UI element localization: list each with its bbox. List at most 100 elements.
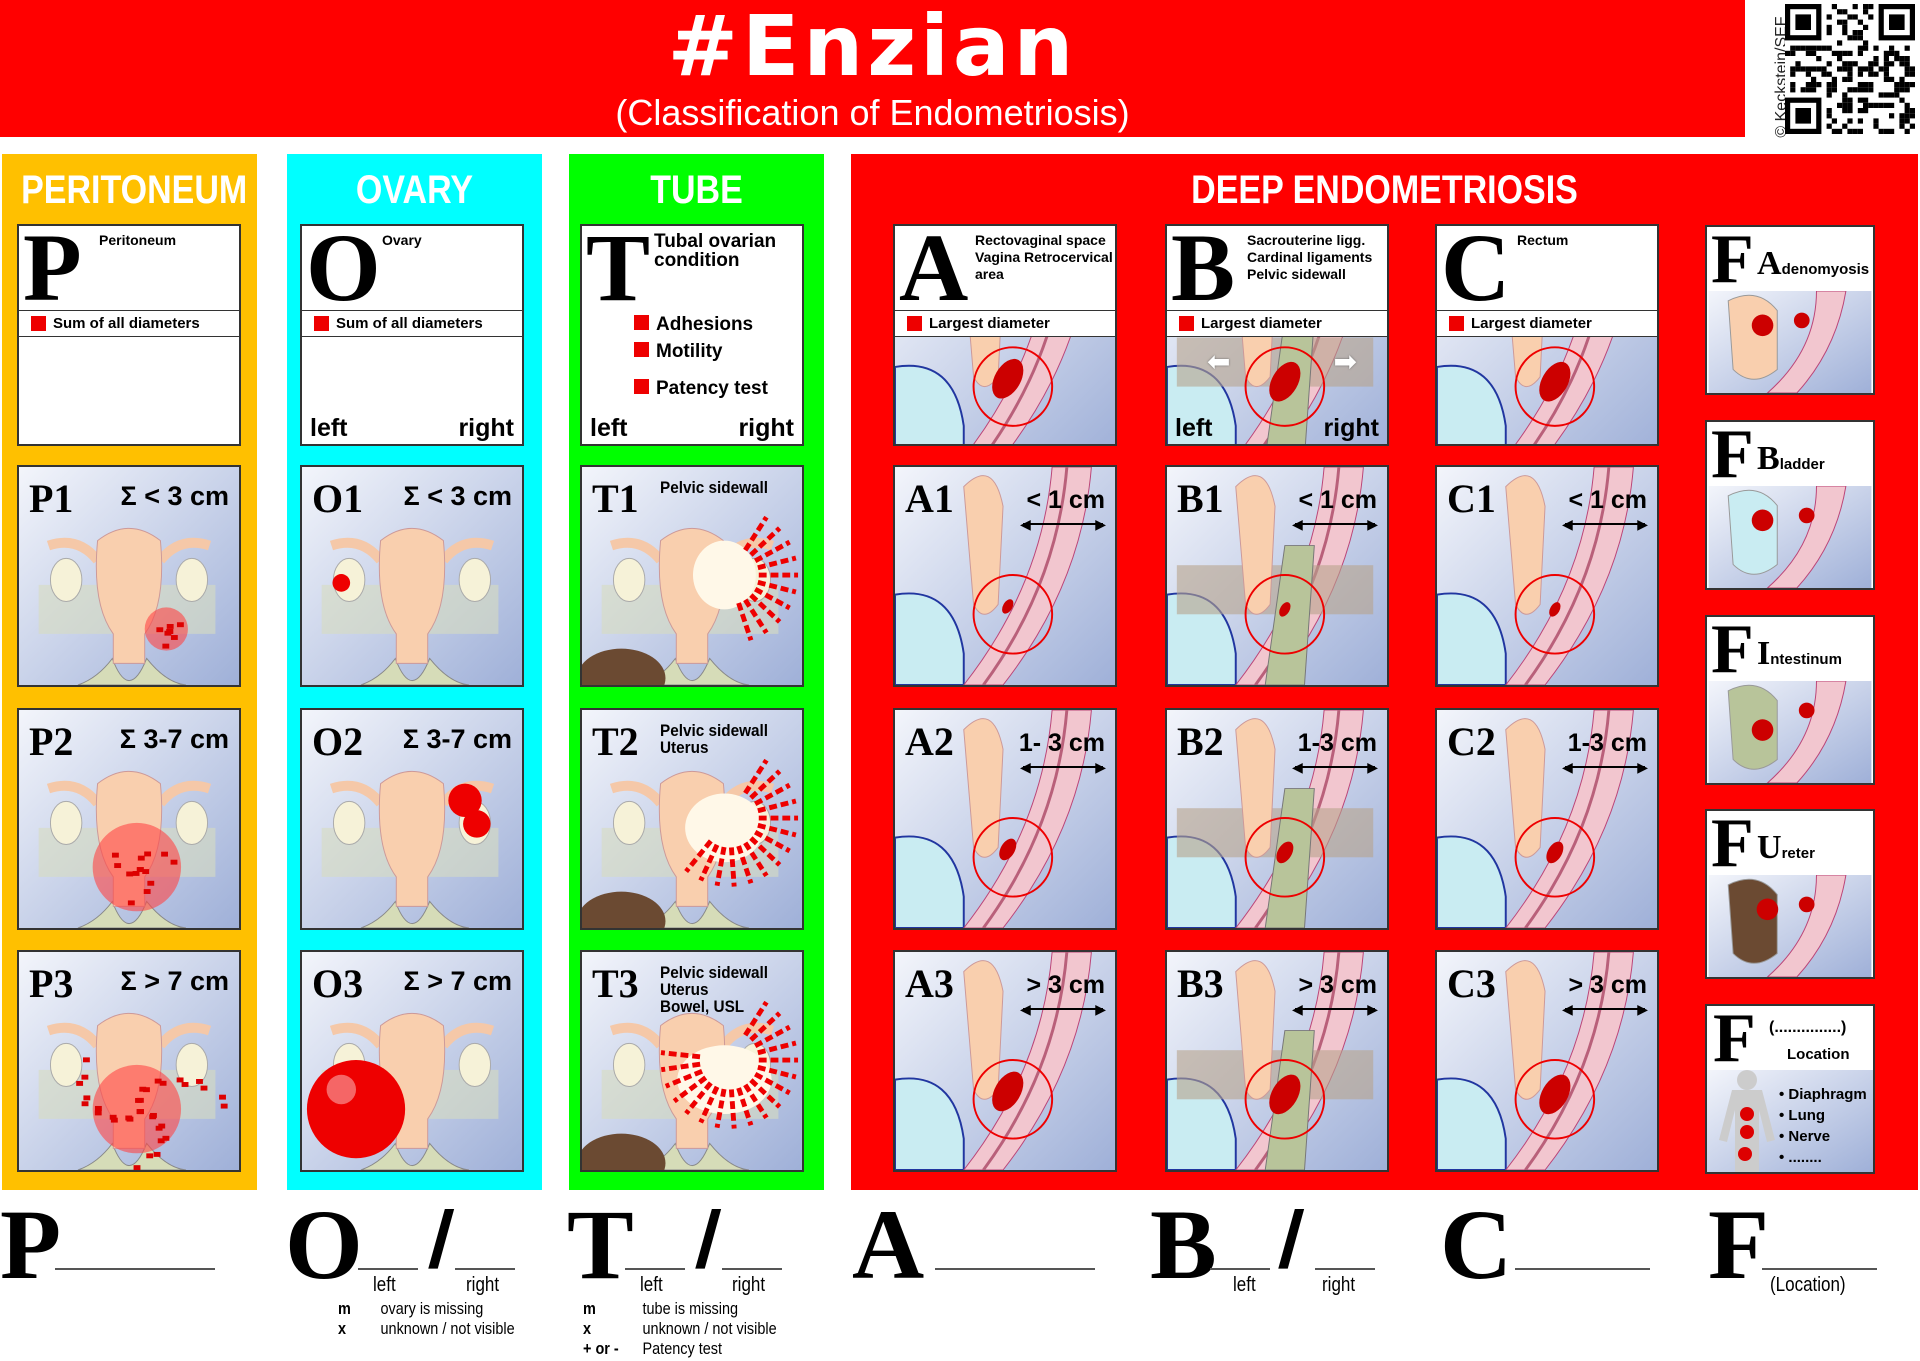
grade-code: C3	[1447, 961, 1496, 1006]
f-illustration	[1707, 681, 1873, 783]
key-divider	[1437, 310, 1657, 311]
right-label: right	[458, 414, 514, 442]
grade-code: B2	[1177, 719, 1224, 764]
key-illustration	[895, 337, 1115, 444]
o-letter: O	[285, 1189, 363, 1300]
f-sub-initial: I	[1757, 635, 1771, 672]
page-subtitle: (Classification of Endometriosis)	[615, 92, 1130, 133]
column-header: DEEP ENDOMETRIOSIS	[1191, 168, 1578, 212]
deep-c-grade-card: C1< 1 cm◀▶	[1435, 465, 1659, 687]
grade-location-line: Bowel, USL	[660, 997, 745, 1016]
legend-key: m	[338, 1299, 351, 1318]
f-sub-initial: B	[1757, 440, 1780, 477]
grade-code: T3	[592, 961, 639, 1006]
key-item: Motility	[632, 341, 723, 363]
f-location-card: F(...............)Location• Diaphragm• L…	[1705, 1004, 1875, 1174]
deep-a-grade-card: A3> 3 cm◀▶	[893, 950, 1117, 1172]
left-label: left	[1233, 1274, 1256, 1296]
grade-code: O1	[312, 476, 364, 521]
grade-size: < 1 cm	[1568, 486, 1647, 514]
key-illustration	[1167, 337, 1387, 444]
key-letter: A	[899, 224, 969, 321]
grade-size: < 1 cm	[1026, 486, 1105, 514]
grade-location-line: Pelvic sidewall	[660, 721, 769, 740]
key-illustration	[1437, 337, 1657, 444]
f-letter: F	[1711, 809, 1754, 882]
f-value-blank[interactable]	[1762, 1268, 1877, 1270]
size-arrow-icon: ◀▶	[1020, 759, 1106, 775]
legend-value: Patency test	[642, 1339, 723, 1358]
grade-size: > 3 cm	[1568, 971, 1647, 999]
header-banner: #Enzian (Classification of Endometriosis…	[0, 0, 1745, 137]
a-value-blank[interactable]	[935, 1268, 1095, 1270]
f-location-item: • Diaphragm	[1779, 1086, 1867, 1103]
right-label: right	[1322, 1274, 1356, 1296]
grade-code: B1	[1177, 476, 1224, 521]
key-title: Ovary	[382, 232, 422, 248]
legend-item: x unknown / not visible	[338, 1319, 515, 1338]
grade-code: A1	[905, 476, 954, 521]
t-left-blank[interactable]	[625, 1268, 685, 1270]
deep-a-grade-card: A1< 1 cm◀▶	[893, 465, 1117, 687]
f-letter: F	[1713, 1004, 1756, 1077]
o-right-blank[interactable]	[455, 1268, 515, 1270]
f-sub-rest: reter	[1781, 845, 1815, 862]
legend-key: x	[338, 1319, 347, 1338]
deep-c-grade-card: C3> 3 cm◀▶	[1435, 950, 1659, 1172]
page-title: #Enzian	[667, 0, 1078, 95]
grade-location-line: Uterus	[660, 738, 709, 757]
ovary-grade-card: O1 Σ < 3 cm	[300, 465, 524, 687]
grade-size: Σ < 3 cm	[120, 481, 229, 511]
p-value-blank[interactable]	[55, 1268, 215, 1270]
size-arrow-icon: ◀▶	[1562, 759, 1648, 775]
right-label: right	[466, 1274, 500, 1296]
c-value-blank[interactable]	[1515, 1268, 1650, 1270]
key-letter: P	[23, 224, 82, 321]
f-letter: F	[1711, 615, 1754, 688]
grade-code: O3	[312, 961, 364, 1006]
o-left-blank[interactable]	[358, 1268, 418, 1270]
b-right-blank[interactable]	[1315, 1268, 1375, 1270]
grade-size: Σ < 3 cm	[403, 481, 512, 511]
a-letter: A	[852, 1189, 925, 1300]
deep-b-grade-card: B1< 1 cm◀▶	[1165, 465, 1389, 687]
c-letter: C	[1440, 1189, 1513, 1300]
qr-code[interactable]	[1785, 4, 1915, 134]
grade-code: C1	[1447, 476, 1496, 521]
f-letter: F	[1711, 225, 1754, 298]
key-title: Tubal ovarian condition	[654, 231, 777, 271]
size-arrow-icon: ◀▶	[1292, 516, 1378, 532]
grade-code: P2	[29, 719, 74, 764]
legend-key: m	[583, 1299, 596, 1318]
grade-code: T1	[592, 476, 639, 521]
left-label: left	[373, 1274, 396, 1296]
legend-value: unknown / not visible	[380, 1319, 515, 1338]
grade-size: 1-3 cm	[1297, 729, 1377, 757]
f-sub-rest: ladder	[1779, 456, 1825, 473]
grade-location-line: Pelvic sidewall	[660, 478, 769, 497]
b-left-blank[interactable]	[1210, 1268, 1270, 1270]
t-right-blank[interactable]	[722, 1268, 782, 1270]
f-location-item: • ........	[1779, 1149, 1822, 1166]
size-arrow-icon: ◀▶	[1020, 1001, 1106, 1017]
grade-location-line: Uterus	[660, 980, 709, 999]
grade-code: T2	[592, 719, 639, 764]
grade-code: B3	[1177, 961, 1224, 1006]
key-divider	[302, 310, 522, 311]
right-label: right	[738, 414, 794, 442]
